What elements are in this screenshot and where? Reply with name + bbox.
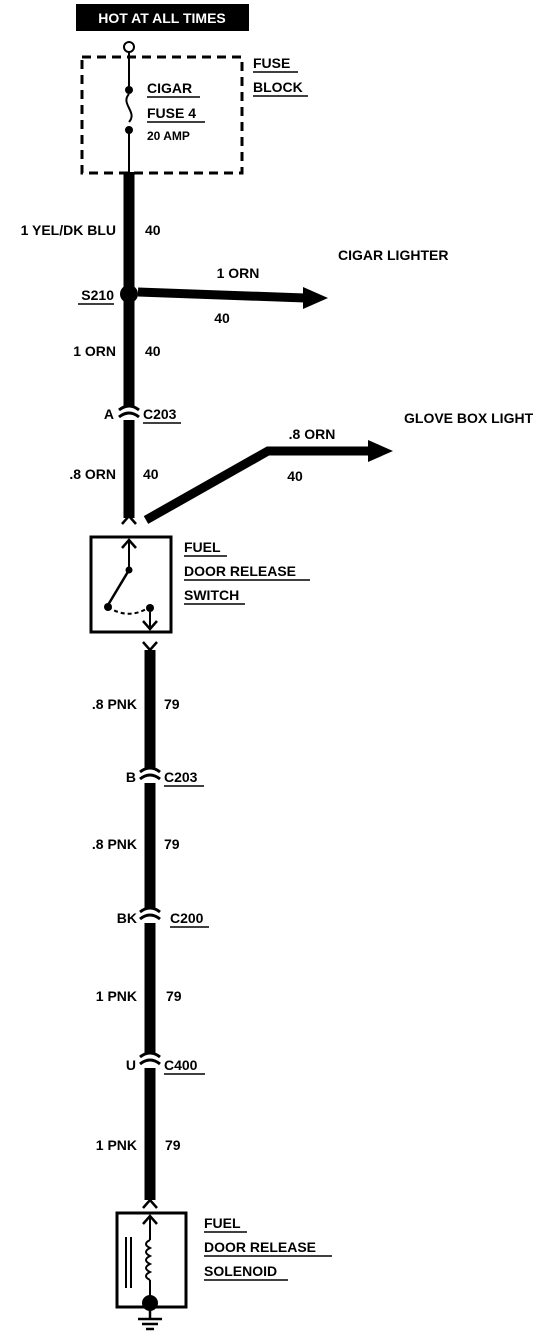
- switch-label-line2: DOOR RELEASE: [184, 563, 296, 579]
- connector-1-pin: A: [104, 406, 114, 422]
- power-source-header: HOT AT ALL TIMES: [76, 4, 249, 31]
- glove-box-light-label: GLOVE BOX LIGHT: [404, 410, 534, 426]
- solenoid-label-line1: FUEL: [204, 1215, 241, 1231]
- branch-cigar-lighter: 1 ORN 40 CIGAR LIGHTER: [137, 247, 448, 326]
- connector-2-pin: B: [126, 769, 136, 785]
- solenoid-label-line3: SOLENOID: [204, 1263, 277, 1279]
- solenoid-label-line2: DOOR RELEASE: [204, 1239, 316, 1255]
- connector-1-id: C203: [143, 406, 177, 422]
- connector-c200-bk: BK C200: [117, 906, 209, 928]
- fuel-door-release-solenoid: FUEL DOOR RELEASE SOLENOID: [115, 1198, 332, 1331]
- wire-4-gauge-color: .8 PNK: [92, 696, 137, 712]
- ground-icon: [138, 1317, 162, 1331]
- fuse-block-outline: [80, 55, 244, 175]
- terminal-chevron-icon: [142, 620, 158, 631]
- wire-5-gauge-color: .8 PNK: [92, 836, 137, 852]
- glove-branch-gauge-color: .8 ORN: [289, 426, 336, 442]
- wire-6-gauge-color: 1 PNK: [96, 988, 137, 1004]
- fuse-icon: [125, 93, 133, 123]
- connector-icon: [118, 404, 140, 412]
- switch-outline: [89, 535, 173, 634]
- connector-3-id: C200: [170, 910, 204, 926]
- switch-label-line1: FUEL: [184, 539, 221, 555]
- fuse-rating: 20 AMP: [147, 129, 190, 143]
- glove-branch-circuit: 40: [287, 468, 303, 484]
- solenoid-outline: [115, 1211, 188, 1309]
- arrow-right-icon: [368, 440, 393, 462]
- terminal-chevron-icon: [121, 514, 137, 525]
- connector-2-id: C203: [164, 769, 198, 785]
- splice-s210: S210: [78, 285, 138, 305]
- coil-icon: [145, 1239, 153, 1281]
- cigar-lighter-label: CIGAR LIGHTER: [338, 247, 448, 263]
- wire-4-circuit: 79: [164, 696, 180, 712]
- switch-label-line3: SWITCH: [184, 587, 239, 603]
- connector-c400-u: U C400: [126, 1051, 205, 1075]
- wire-2-circuit: 40: [145, 343, 161, 359]
- cigar-branch-circuit: 40: [214, 310, 230, 326]
- fuel-door-release-switch: FUEL DOOR RELEASE SWITCH: [89, 514, 310, 652]
- wire-5-circuit: 79: [164, 836, 180, 852]
- fuse-name: CIGAR: [147, 80, 192, 96]
- wire-6-circuit: 79: [166, 988, 182, 1004]
- fuse-number: FUSE 4: [147, 105, 196, 121]
- wire-2-gauge-color: 1 ORN: [73, 343, 116, 359]
- fuse-block-label-line2: BLOCK: [253, 79, 303, 95]
- wire-1-circuit: 40: [145, 222, 161, 238]
- switch-contact-icon: [106, 569, 131, 606]
- power-label: HOT AT ALL TIMES: [98, 10, 226, 26]
- connector-icon: [139, 906, 161, 914]
- connector-4-pin: U: [126, 1057, 136, 1073]
- connector-c203-b: B C203: [126, 766, 204, 787]
- connector-4-id: C400: [164, 1057, 198, 1073]
- wire-7-gauge-color: 1 PNK: [96, 1137, 137, 1153]
- wire-1-gauge-color: 1 YEL/DK BLU: [21, 222, 116, 238]
- terminal-chevron-icon: [142, 1198, 158, 1209]
- splice-id: S210: [81, 287, 114, 303]
- arrow-right-icon: [303, 287, 328, 309]
- wire-7-circuit: 79: [165, 1137, 181, 1153]
- terminal-chevron-icon: [142, 641, 158, 652]
- power-terminal-icon: [123, 41, 135, 53]
- connector-c203-a: A C203: [104, 404, 181, 424]
- wire-3-gauge-color: .8 ORN: [69, 466, 116, 482]
- fuse-block: CIGAR FUSE 4 20 AMP FUSE BLOCK: [80, 41, 308, 175]
- branch-glove-box-light: .8 ORN 40 GLOVE BOX LIGHT: [143, 410, 534, 524]
- fuse-block-label-line1: FUSE: [253, 55, 290, 71]
- connector-3-pin: BK: [117, 910, 137, 926]
- connector-icon: [139, 766, 161, 774]
- splice-dot-icon: [120, 285, 138, 303]
- connector-icon: [139, 1051, 161, 1059]
- wire-3-circuit: 40: [143, 466, 159, 482]
- cigar-branch-gauge-color: 1 ORN: [217, 265, 260, 281]
